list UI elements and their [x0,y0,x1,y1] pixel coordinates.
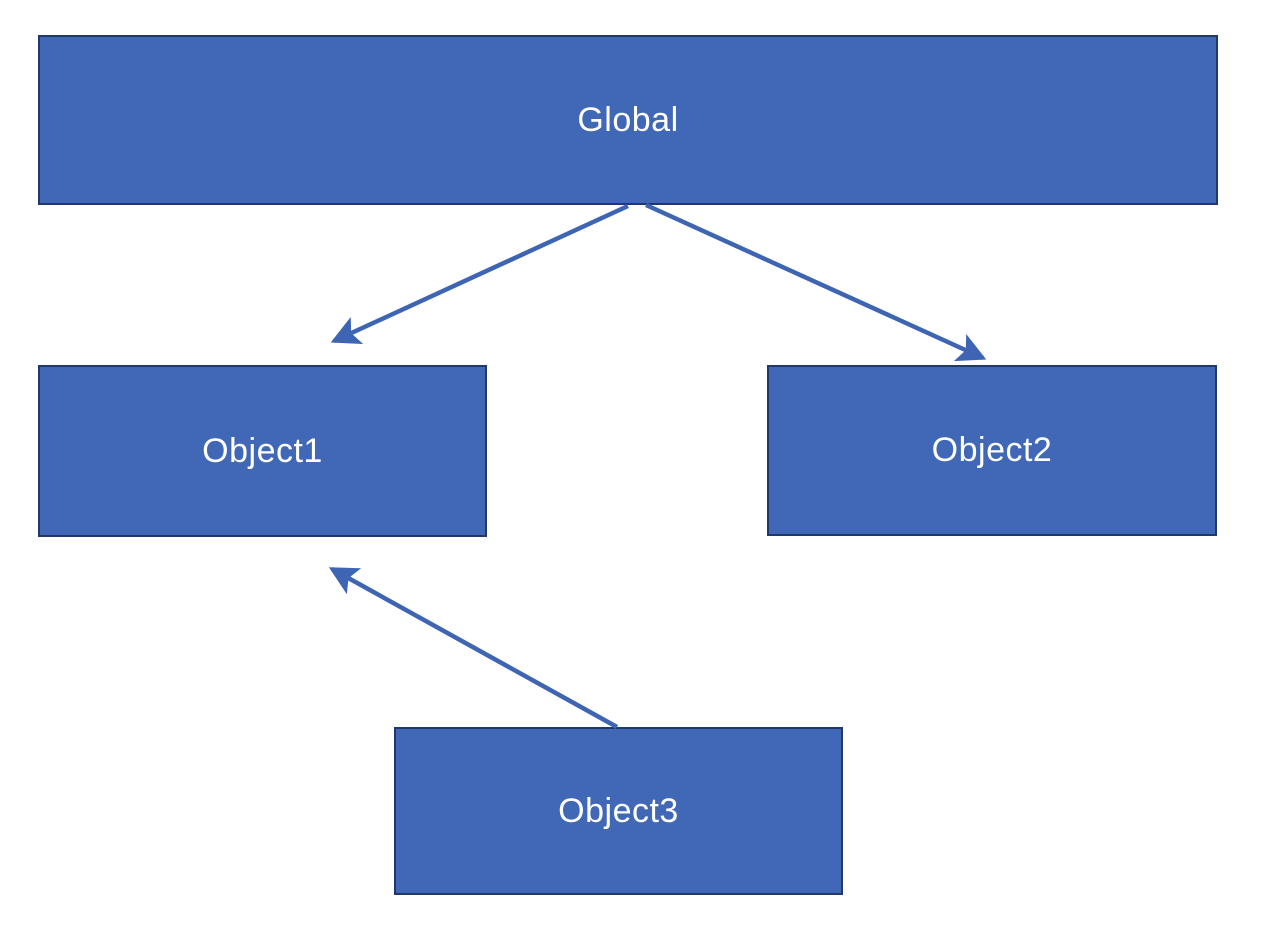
node-object3-label: Object3 [558,791,679,830]
arrow-object3-to-object1 [328,567,619,729]
arrow-global-to-object2 [645,202,987,362]
node-object1: Object1 [38,365,487,537]
arrow-global-to-object1 [330,203,629,344]
node-object2: Object2 [767,365,1217,536]
node-global-label: Global [577,100,679,139]
node-object1-label: Object1 [202,431,323,470]
node-object2-label: Object2 [931,431,1053,469]
node-global: Global [38,35,1218,205]
node-object3: Object3 [394,727,843,895]
